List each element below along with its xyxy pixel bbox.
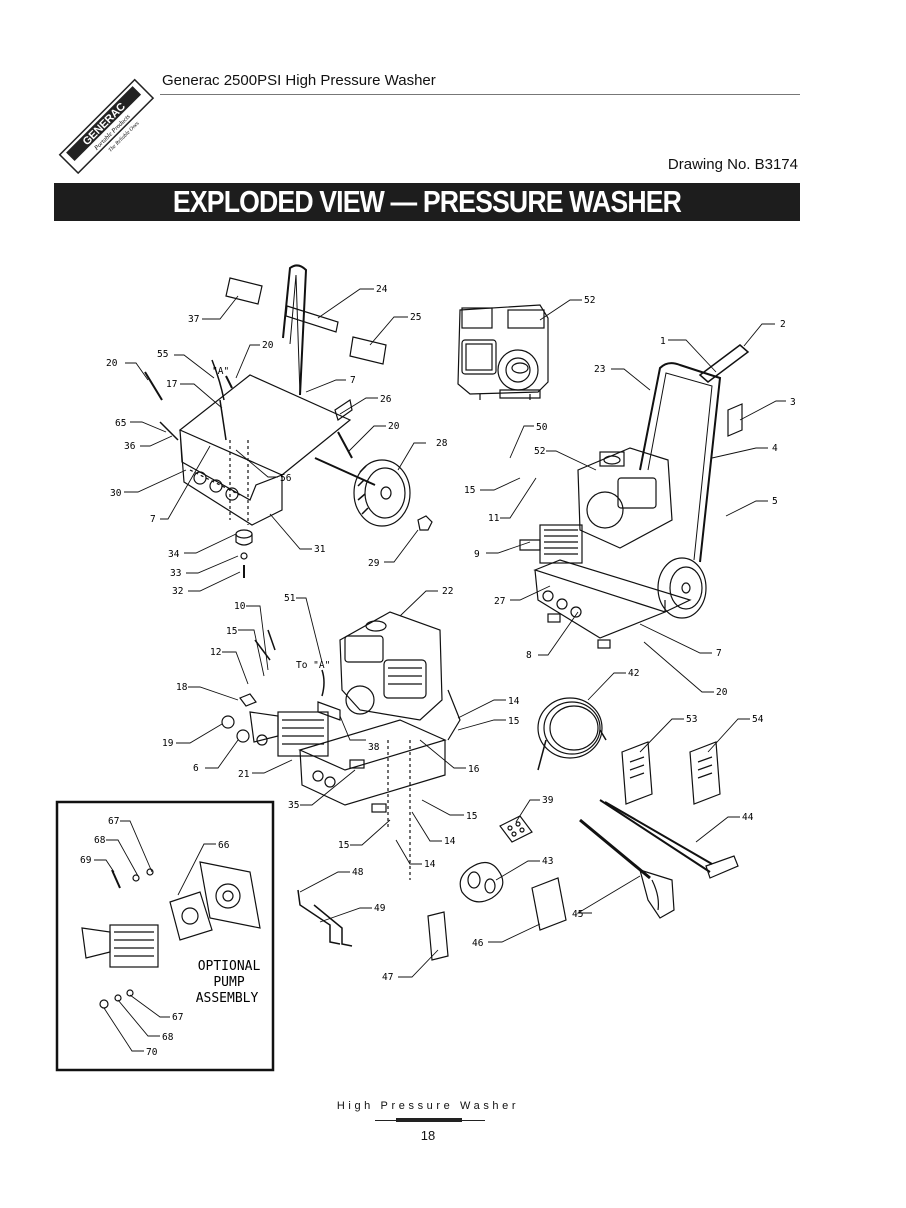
callout-8: 8 [526, 650, 532, 661]
optional-pump-inset [55, 800, 275, 1072]
callout-65: 65 [115, 418, 126, 429]
drawing-number: Drawing No. B3174 [667, 156, 798, 173]
callout-14: 14 [424, 859, 436, 870]
callout-6: 6 [193, 763, 199, 774]
callout-20: 20 [106, 358, 118, 369]
callout-3: 3 [790, 397, 796, 408]
callout-17: 17 [166, 379, 177, 390]
callout-52: 52 [534, 446, 545, 457]
callout-70: 70 [146, 1047, 158, 1058]
callout-68: 68 [162, 1032, 174, 1043]
callout-28: 28 [436, 438, 448, 449]
callout-11: 11 [488, 513, 500, 524]
callout-20: 20 [388, 421, 400, 432]
callout-20: 20 [262, 340, 274, 351]
callout-46: 46 [472, 938, 484, 949]
callout-15: 15 [466, 811, 477, 822]
callout-7: 7 [716, 648, 722, 659]
callout-35: 35 [288, 800, 299, 811]
callout-15: 15 [226, 626, 237, 637]
inset-title-line: PUMP [213, 975, 244, 990]
callout-15: 15 [338, 840, 349, 851]
callout-43: 43 [542, 856, 553, 867]
optional-pump-drawing [81, 861, 261, 1009]
callout-30: 30 [110, 488, 122, 499]
engine-drawing [457, 304, 549, 400]
callout-48: 48 [352, 867, 364, 878]
callout-50: 50 [536, 422, 548, 433]
callout-56: 56 [280, 473, 292, 484]
header-divider [160, 94, 800, 95]
callout-26: 26 [380, 394, 392, 405]
callout-34: 34 [168, 549, 180, 560]
callout-66: 66 [218, 840, 230, 851]
callout-32: 32 [172, 586, 183, 597]
callout-39: 39 [542, 795, 554, 806]
callout-22: 22 [442, 586, 453, 597]
callout-38: 38 [368, 742, 380, 753]
callout-33: 33 [170, 568, 181, 579]
callout-67: 67 [108, 816, 119, 827]
page-number: 18 [420, 1128, 436, 1143]
title-bar: EXPLODED VIEW — PRESSURE WASHER [54, 183, 800, 221]
callout-7: 7 [150, 514, 156, 525]
footer-accent-bar [396, 1118, 462, 1122]
callout-19: 19 [162, 738, 174, 749]
callout-49: 49 [374, 903, 386, 914]
callout-10: 10 [234, 601, 246, 612]
generac-logo: GENERAC Portable Products The Reliable O… [58, 78, 155, 175]
callout-a: "A" [212, 366, 229, 377]
callout-36: 36 [124, 441, 136, 452]
callout-14: 14 [508, 696, 520, 707]
callout-15: 15 [508, 716, 519, 727]
callout-24: 24 [376, 284, 388, 295]
callout-68: 68 [94, 835, 106, 846]
callout-55: 55 [157, 349, 168, 360]
callout-to-a: To "A" [296, 660, 330, 671]
callout-16: 16 [468, 764, 480, 775]
callout-2: 2 [780, 319, 786, 330]
callout-15: 15 [464, 485, 475, 496]
callout-14: 14 [444, 836, 456, 847]
callout-20: 20 [716, 687, 728, 698]
callout-23: 23 [594, 364, 605, 375]
callout-5: 5 [772, 496, 778, 507]
callout-67: 67 [172, 1012, 183, 1023]
callout-9: 9 [474, 549, 480, 560]
inset-title-line: ASSEMBLY [196, 991, 259, 1006]
callout-45: 45 [572, 909, 583, 920]
callout-47: 47 [382, 972, 393, 983]
callout-42: 42 [628, 668, 639, 679]
callout-4: 4 [772, 443, 778, 454]
callout-25: 25 [410, 312, 421, 323]
callout-31: 31 [314, 544, 326, 555]
callout-51: 51 [284, 593, 296, 604]
callout-1: 1 [660, 336, 666, 347]
callout-53: 53 [686, 714, 697, 725]
callout-37: 37 [188, 314, 199, 325]
callout-7: 7 [350, 375, 356, 386]
assembled-unit-drawing [519, 344, 750, 649]
callout-21: 21 [238, 769, 250, 780]
accessories-drawing [297, 697, 739, 961]
frame-assembly-drawing [144, 264, 433, 578]
callout-54: 54 [752, 714, 764, 725]
header-title: Generac 2500PSI High Pressure Washer [162, 72, 436, 89]
callout-69: 69 [80, 855, 92, 866]
callout-52: 52 [584, 295, 595, 306]
callout-labels: 37 24 25 20 20 55 "A" 17 7 26 65 20 36 2… [80, 284, 796, 1058]
callout-27: 27 [494, 596, 505, 607]
footer-section-title: High Pressure Washer [336, 1100, 520, 1112]
page-title: EXPLODED VIEW — PRESSURE WASHER [172, 184, 682, 219]
leader-lines [94, 288, 786, 1052]
callout-44: 44 [742, 812, 754, 823]
callout-12: 12 [210, 647, 221, 658]
center-assembly-drawing [221, 611, 461, 880]
inset-title-line: OPTIONAL [198, 959, 261, 974]
callout-18: 18 [176, 682, 188, 693]
callout-29: 29 [368, 558, 380, 569]
